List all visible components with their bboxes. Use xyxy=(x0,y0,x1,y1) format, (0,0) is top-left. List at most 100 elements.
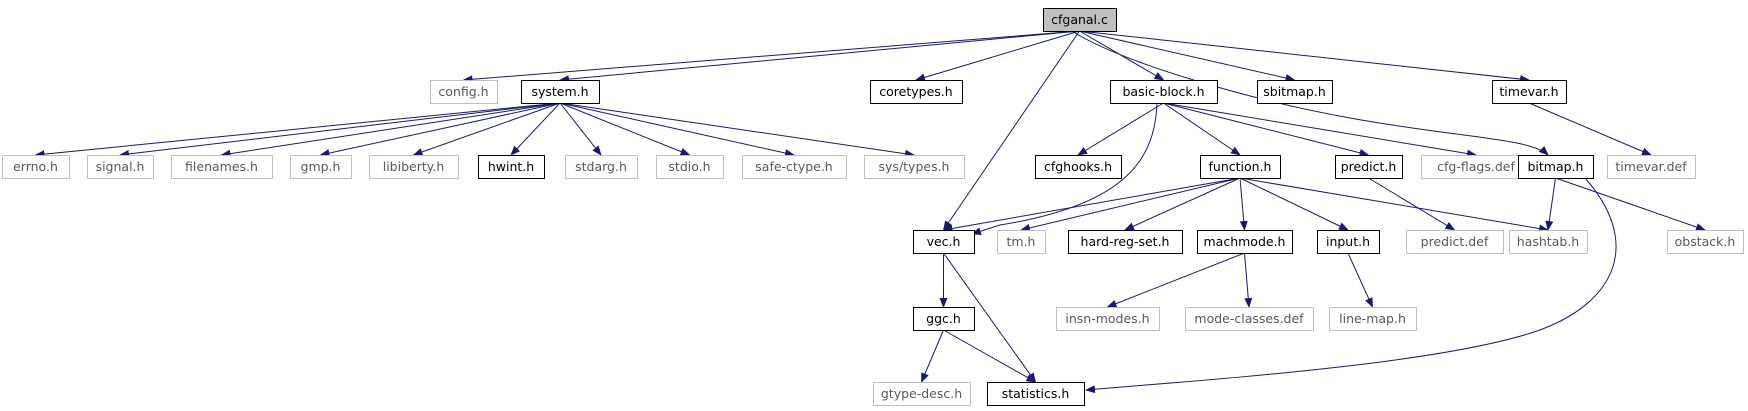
edge-function-to-hardregset xyxy=(1124,177,1241,231)
edge-system-to-stdarg xyxy=(559,102,602,156)
node-label: errno.h xyxy=(13,159,58,174)
node-bitmap[interactable]: bitmap.h xyxy=(1518,155,1594,179)
edge-basicblock-to-cfgflags xyxy=(1163,102,1477,158)
edge-system-to-stdio xyxy=(559,102,691,156)
node-label: sys/types.h xyxy=(879,159,950,174)
node-box xyxy=(1200,155,1281,179)
edge-ggc-to-statistics xyxy=(943,329,1037,383)
node-box xyxy=(430,80,498,104)
node-hardregset[interactable]: hard-reg-set.h xyxy=(1068,230,1183,254)
node-hashtab: hashtab.h xyxy=(1509,230,1588,254)
node-box xyxy=(2,155,70,179)
node-label: cfg-flags.def xyxy=(1437,159,1515,174)
node-box xyxy=(87,155,154,179)
node-box xyxy=(565,155,638,179)
node-box xyxy=(521,80,600,104)
node-label: vec.h xyxy=(927,234,961,249)
node-safectype: safe-ctype.h xyxy=(742,155,847,179)
node-label: ggc.h xyxy=(926,311,961,326)
node-label: tm.h xyxy=(1007,234,1036,249)
node-box xyxy=(913,307,975,331)
node-filenames: filenames.h xyxy=(171,155,273,179)
node-insnmodes: insn-modes.h xyxy=(1056,307,1160,331)
node-machmode[interactable]: machmode.h xyxy=(1197,230,1293,254)
node-box xyxy=(987,382,1085,406)
node-box xyxy=(171,155,273,179)
node-box xyxy=(742,155,847,179)
node-statistics[interactable]: statistics.h xyxy=(987,382,1085,406)
edge-basicblock-to-predict xyxy=(1163,102,1370,157)
node-basicblock[interactable]: basic-block.h xyxy=(1110,80,1218,104)
node-predictdef: predict.def xyxy=(1406,230,1504,254)
edge-system-to-systypes xyxy=(559,102,915,158)
edge-function-to-input xyxy=(1239,177,1349,231)
node-function[interactable]: function.h xyxy=(1200,155,1281,179)
edge-timevar-to-timevardef xyxy=(1528,102,1652,156)
node-systypes: sys/types.h xyxy=(864,155,965,179)
node-linemap: line-map.h xyxy=(1329,307,1417,331)
node-label: line-map.h xyxy=(1339,311,1406,326)
node-box xyxy=(1056,307,1160,331)
node-box xyxy=(1667,230,1744,254)
node-box xyxy=(1329,307,1417,331)
node-label: statistics.h xyxy=(1002,386,1070,401)
node-stdio: stdio.h xyxy=(656,155,724,179)
node-label: predict.def xyxy=(1421,234,1489,249)
edge-basicblock-to-function xyxy=(1163,102,1241,156)
node-vec[interactable]: vec.h xyxy=(913,230,975,254)
node-input[interactable]: input.h xyxy=(1317,230,1380,254)
node-label: cfganal.c xyxy=(1051,12,1108,27)
node-system[interactable]: system.h xyxy=(521,80,600,104)
edge-cfganal-to-timevar xyxy=(1079,30,1530,84)
node-box xyxy=(873,382,971,406)
node-errno: errno.h xyxy=(2,155,70,179)
node-label: gmp.h xyxy=(301,159,341,174)
node-timevardef: timevar.def xyxy=(1607,155,1696,179)
node-box xyxy=(1197,230,1293,254)
edge-function-to-machmode xyxy=(1239,177,1248,231)
node-libiberty: libiberty.h xyxy=(369,155,459,179)
edge-machmode-to-modeclasses xyxy=(1244,252,1253,308)
node-label: cfghooks.h xyxy=(1044,159,1112,174)
node-stdarg: stdarg.h xyxy=(565,155,638,179)
node-label: hwint.h xyxy=(488,159,534,174)
node-label: insn-modes.h xyxy=(1065,311,1149,326)
node-hwint[interactable]: hwint.h xyxy=(478,155,545,179)
edge-cfganal-to-config xyxy=(462,30,1080,84)
node-label: libiberty.h xyxy=(383,159,445,174)
node-box xyxy=(1518,155,1594,179)
node-timevar[interactable]: timevar.h xyxy=(1492,80,1567,104)
node-box xyxy=(1607,155,1696,179)
node-cfghooks[interactable]: cfghooks.h xyxy=(1035,155,1122,179)
node-modeclasses: mode-classes.def xyxy=(1185,307,1314,331)
node-box xyxy=(1043,8,1117,32)
node-label: stdio.h xyxy=(668,159,710,174)
node-label: machmode.h xyxy=(1204,234,1286,249)
node-predict[interactable]: predict.h xyxy=(1335,155,1403,179)
edge-input-to-linemap xyxy=(1347,252,1373,308)
node-cfganal[interactable]: cfganal.c xyxy=(1043,8,1117,32)
node-obstack: obstack.h xyxy=(1667,230,1744,254)
node-label: gtype-desc.h xyxy=(881,386,962,401)
edge-system-to-errno xyxy=(34,102,561,159)
node-coretypes[interactable]: coretypes.h xyxy=(870,80,963,104)
edge-bitmap-to-statistics xyxy=(1085,177,1617,394)
node-label: obstack.h xyxy=(1675,234,1736,249)
node-label: input.h xyxy=(1326,234,1370,249)
node-box xyxy=(656,155,724,179)
edge-cfganal-to-system xyxy=(559,30,1080,84)
edge-system-to-libiberty xyxy=(412,102,561,156)
node-ggc[interactable]: ggc.h xyxy=(913,307,975,331)
edge-system-to-signal xyxy=(119,102,561,158)
edge-bitmap-to-obstack xyxy=(1555,177,1706,231)
edge-basicblock-to-vec xyxy=(971,102,1158,236)
node-box xyxy=(864,155,965,179)
edge-system-to-filenames xyxy=(220,102,561,158)
node-label: function.h xyxy=(1209,159,1272,174)
node-label: config.h xyxy=(438,84,488,99)
node-sbitmap[interactable]: sbitmap.h xyxy=(1257,80,1333,104)
node-label: sbitmap.h xyxy=(1263,84,1326,99)
node-cfgflags: cfg-flags.def xyxy=(1421,155,1532,179)
node-label: coretypes.h xyxy=(879,84,952,99)
